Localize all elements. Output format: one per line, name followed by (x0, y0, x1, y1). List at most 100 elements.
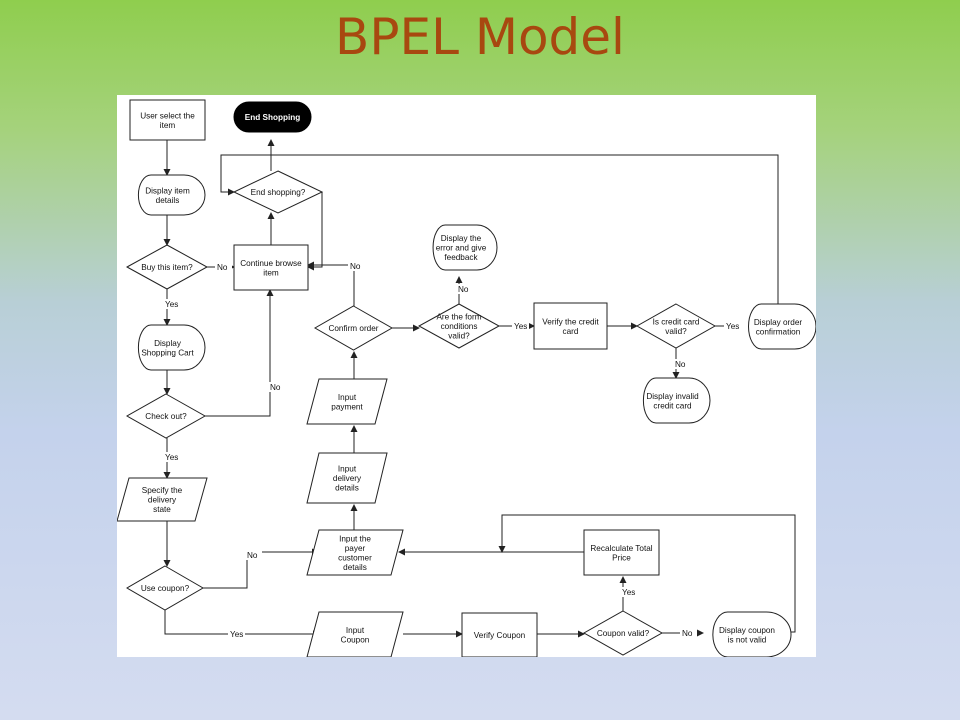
use-coupon-q-shape (126, 565, 204, 611)
node-end-shopping: End Shopping (233, 101, 312, 133)
edge-label-coupon-no: No (247, 551, 258, 560)
node-label-line: Confirm order (328, 324, 378, 333)
node-label-line: Use coupon? (141, 584, 190, 593)
node-label-line: Coupon valid? (597, 629, 650, 638)
node-label-line: valid? (665, 327, 687, 336)
node-label-line: Display the (441, 234, 482, 243)
edge-label-checkout-no: No (270, 383, 281, 392)
display-item-shape (137, 174, 206, 216)
edge-label-coupon-valid-no: No (682, 629, 693, 638)
coupon-valid-q-shape (582, 610, 664, 656)
node-label-line: customer (338, 553, 372, 562)
edge-label-bg (456, 284, 473, 294)
verify-coupon-shape (461, 612, 538, 657)
node-label-line: Buy this item? (141, 263, 193, 272)
node-label-line: User select the (140, 111, 195, 120)
edge-use-coupon-no-to-input-payer (203, 548, 319, 589)
node-label-line: End Shopping (245, 113, 300, 122)
node-label-line: card (563, 327, 579, 336)
checkout-q-shape (125, 393, 207, 439)
input-delivery-shape (306, 452, 388, 504)
node-label-line: credit card (653, 401, 692, 410)
edge-label-checkout-yes: Yes (165, 453, 178, 462)
edge-label-bg (228, 629, 245, 639)
node-label-line: Input (338, 465, 357, 474)
edge-checkout-no-to-continue-browse (205, 289, 274, 417)
node-label-line: item (263, 268, 279, 277)
form-valid-q-shape (417, 303, 501, 349)
buy-item-q-shape (125, 244, 209, 290)
card-valid-q-shape (635, 303, 717, 349)
node-checkout-q: Check out? (125, 393, 207, 439)
node-end-shopping-q: End shopping? (232, 170, 324, 214)
node-label-line: Input the (339, 534, 371, 543)
display-cart-shape (137, 324, 206, 371)
end-shopping-q-shape (232, 170, 324, 214)
node-label-line: details (343, 563, 367, 572)
edge-label-card-no: No (675, 360, 686, 369)
edge-label-bg (245, 550, 262, 560)
edge-use-coupon-yes-to-input-coupon (164, 610, 320, 638)
node-verify-coupon: Verify Coupon (461, 612, 538, 657)
node-label-line: Verify the credit (542, 317, 599, 326)
node-label-line: Check out? (145, 412, 187, 421)
node-label-line: Continue browse (240, 259, 302, 268)
edge-label-buy-no: No (217, 263, 228, 272)
node-label-line: Specify the (142, 486, 183, 495)
slide-title: BPEL Model (335, 8, 625, 66)
node-label-line: Is credit card (653, 317, 700, 326)
node-label-line: conditions (441, 322, 478, 331)
node-label-line: payment (331, 402, 363, 411)
node-label-line: details (335, 484, 359, 493)
end-shopping-shape (233, 101, 312, 133)
node-label-line: Shopping Cart (141, 348, 194, 357)
node-label-line: feedback (444, 253, 478, 262)
node-label-line: error and give (436, 244, 487, 253)
node-label-line: delivery (148, 496, 177, 505)
node-label-line: details (156, 196, 180, 205)
display-coupon-invalid-shape (712, 611, 792, 657)
edge-display-confirmation-to-end-shopping-q (220, 154, 779, 304)
edge-label-bg (512, 321, 529, 331)
node-label-line: Verify Coupon (474, 631, 526, 640)
node-use-coupon-q: Use coupon? (126, 565, 204, 611)
edge-label-bg (163, 452, 180, 462)
input-payer-shape (306, 529, 404, 576)
display-invalid-card-shape (642, 377, 711, 424)
display-confirmation-shape (748, 303, 816, 350)
node-label-line: state (153, 505, 171, 514)
node-label-line: delivery (333, 474, 362, 483)
node-label-line: item (160, 121, 176, 130)
node-label-line: confirmation (756, 327, 801, 336)
display-error-shape (432, 224, 498, 271)
node-label-line: is not valid (728, 635, 767, 644)
edge-label-bg (348, 261, 365, 271)
edge-confirm-no-to-continue-browse (307, 261, 355, 306)
node-confirm-order-q: Confirm order (313, 305, 394, 351)
edge-label-bg (163, 299, 180, 309)
edge-label-bg (680, 628, 697, 638)
verify-card-shape (533, 302, 608, 350)
specify-state-shape (117, 477, 208, 522)
edge-label-form-yes: Yes (514, 322, 527, 331)
edge-label-bg (268, 382, 285, 392)
node-label-line: Display invalid (646, 392, 699, 401)
node-label-line: Are the form (436, 313, 481, 322)
node-label-line: Recalculate Total (590, 544, 652, 553)
node-label-line: Display item (145, 186, 190, 195)
node-label-line: Input (346, 626, 365, 635)
edge-label-buy-yes: Yes (165, 300, 178, 309)
continue-browse-shape (233, 244, 309, 291)
node-label-line: End shopping? (251, 188, 306, 197)
